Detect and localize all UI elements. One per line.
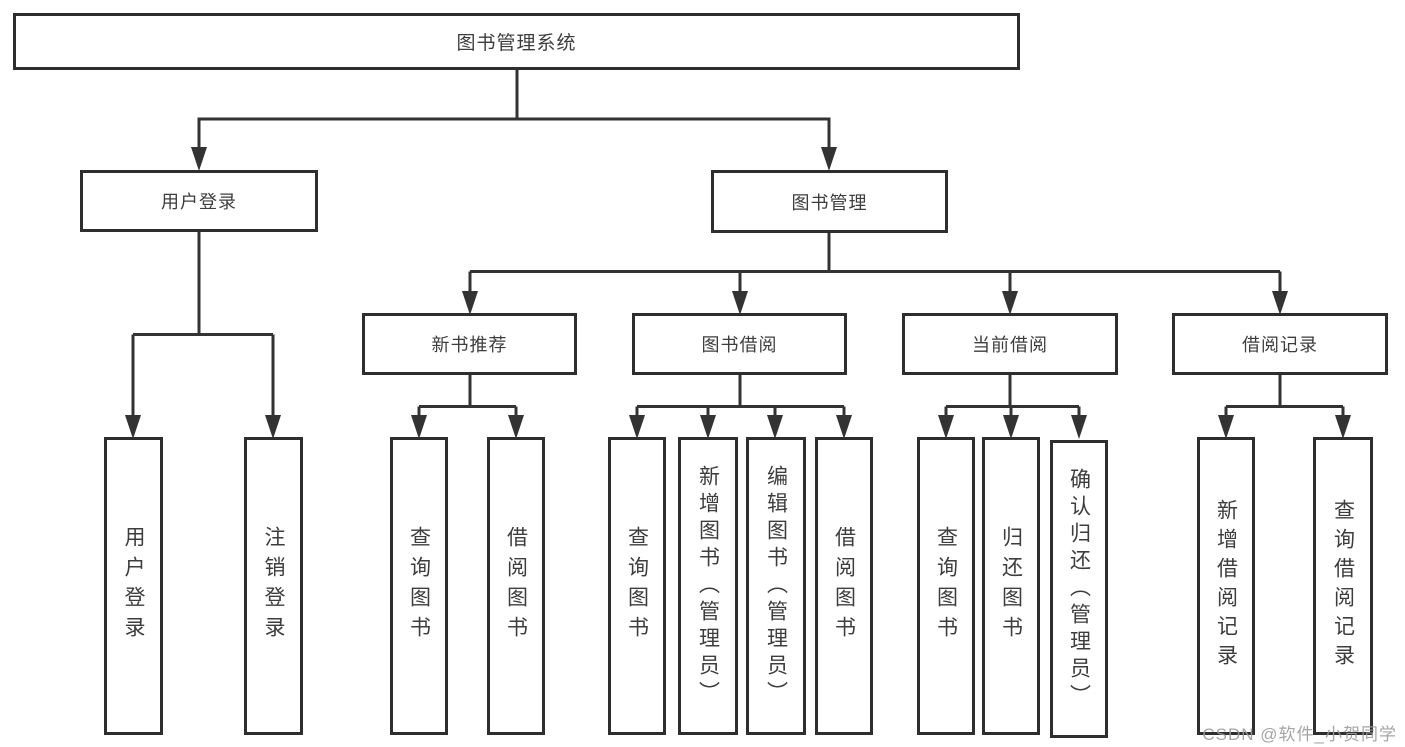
node-label: 用户登录: [161, 192, 237, 212]
leaf-query-book-borrow: 查询图书: [608, 437, 666, 735]
node-label: 借阅记录: [1242, 335, 1318, 355]
leaf-borrow-book: 借阅图书: [815, 437, 873, 735]
node-label: 图书借阅: [701, 335, 778, 355]
node-label: 当前借阅: [972, 335, 1048, 355]
node-label: 归还图书: [999, 526, 1023, 646]
node-label: 借阅图书: [832, 526, 856, 646]
node-user-login: 用户登录: [80, 170, 318, 232]
leaf-borrow-book-recommend: 借阅图书: [487, 437, 545, 735]
leaf-return-book: 归还图书: [982, 437, 1040, 735]
node-label: 图书管理系统: [456, 33, 577, 54]
node-book-borrow: 图书借阅: [632, 313, 847, 375]
node-current-borrow: 当前借阅: [902, 313, 1118, 375]
node-label: 查询图书: [934, 526, 958, 646]
node-library-management-system: 图书管理系统: [13, 13, 1020, 70]
node-borrow-records: 借阅记录: [1172, 313, 1388, 375]
node-label: 注销登录: [262, 526, 285, 646]
node-book-management: 图书管理: [711, 170, 948, 233]
node-label: 新书推荐: [431, 335, 508, 355]
csdn-watermark: CSDN @软件_小贺同学: [1202, 725, 1397, 744]
node-label: 查询图书: [625, 526, 649, 646]
leaf-user-login: 用户登录: [104, 437, 163, 735]
leaf-add-book-admin: 新增图书（管理员）: [678, 437, 738, 735]
node-label: 新增借阅记录: [1214, 499, 1238, 673]
node-label: 新增图书（管理员）: [696, 464, 720, 708]
node-label: 查询图书: [407, 526, 431, 646]
node-label: 确认归还（管理员）: [1067, 467, 1091, 711]
leaf-logout: 注销登录: [244, 437, 303, 735]
leaf-query-book-current: 查询图书: [917, 437, 975, 735]
node-label: 编辑图书（管理员）: [764, 464, 788, 708]
leaf-confirm-return-admin: 确认归还（管理员）: [1050, 440, 1108, 738]
leaf-add-borrow-record: 新增借阅记录: [1197, 437, 1255, 735]
leaf-query-book-recommend: 查询图书: [390, 437, 448, 735]
node-new-book-recommend: 新书推荐: [362, 313, 577, 375]
node-label: 用户登录: [122, 526, 145, 646]
node-label: 借阅图书: [504, 526, 528, 646]
leaf-edit-book-admin: 编辑图书（管理员）: [746, 437, 806, 735]
node-label: 查询借阅记录: [1331, 499, 1355, 673]
node-label: 图书管理: [791, 192, 868, 213]
leaf-query-borrow-record: 查询借阅记录: [1313, 437, 1373, 735]
